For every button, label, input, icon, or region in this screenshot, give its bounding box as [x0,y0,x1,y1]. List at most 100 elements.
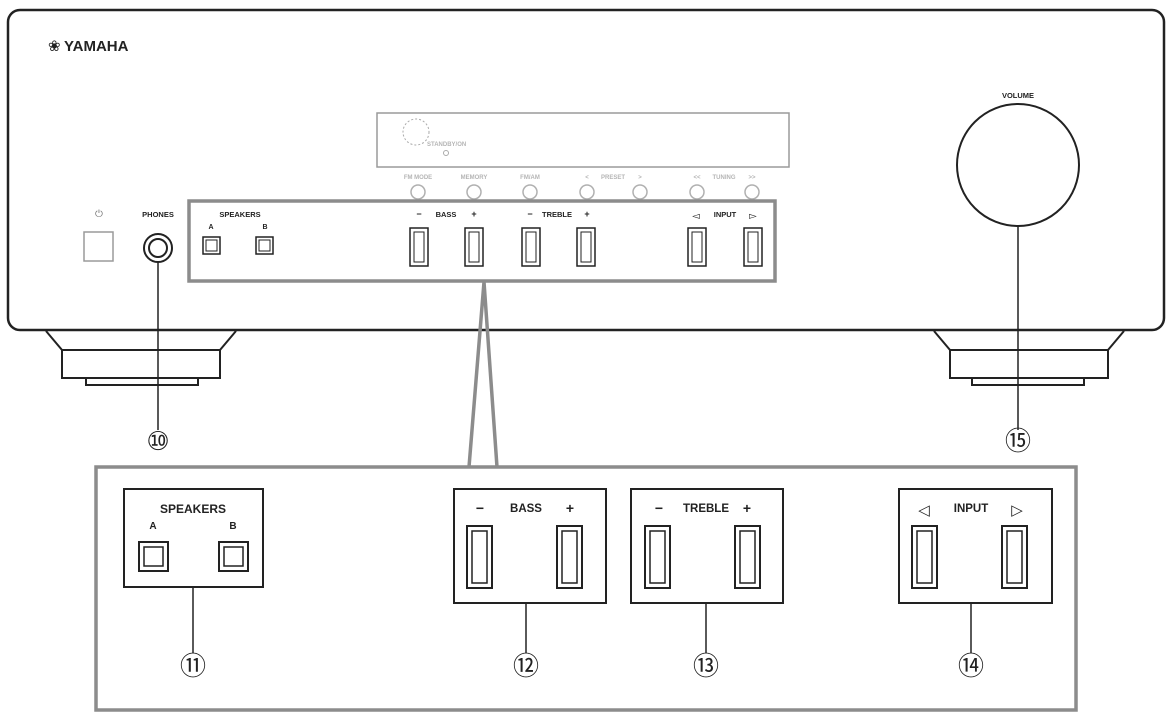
power-symbol: ⏻ [95,209,103,220]
detail-bass-panel [453,488,607,604]
speaker-a-label: A [208,224,213,231]
volume-knob[interactable] [956,103,1080,227]
detail-input-prev-button[interactable] [911,525,938,589]
preset-label: PRESET [601,175,625,181]
callout-14: ⑭ [958,652,984,682]
detail-speaker-b-button-inner [223,546,244,567]
bass-plus-button-inner [468,231,480,263]
speaker-b-button[interactable] [255,236,274,255]
chassis-front [6,8,1166,332]
detail-input-prev-label: ◁ [918,501,930,519]
detail-input-next-label: ▷ [1011,501,1023,519]
callout-13: ⑬ [693,652,719,682]
treble-plus-label: + [584,209,589,219]
speaker-b-label: B [262,224,267,231]
input-prev-button[interactable] [687,227,707,267]
detail-bass-label: BASS [510,503,542,515]
bass-minus-button-inner [413,231,425,263]
bass-minus-label: − [416,209,421,219]
phones-jack-inner [148,238,168,258]
detail-bass-minus-label: − [476,500,484,516]
controls-highlight-box [187,199,777,283]
fm-am-label: FM/AM [520,175,540,181]
preset-prev-label: < [585,175,589,181]
standby-indicator [443,150,449,156]
memory-button[interactable] [466,184,482,200]
tuner-button-row: FM MODE MEMORY FM/AM < PRESET > << TUNIN… [404,175,760,200]
brand-logo-mark: ❀ [48,37,61,55]
input-next-button[interactable] [743,227,763,267]
preset-next-label: > [638,175,642,181]
tuning-next-label: >> [748,175,756,181]
detail-bass-plus-button[interactable] [556,525,583,589]
callout-15: ⑮ [1005,427,1031,457]
detail-highlight-box [94,465,1078,712]
treble-label: TREBLE [542,210,572,219]
fm-mode-button[interactable] [410,184,426,200]
treble-minus-button-inner [525,231,537,263]
detail-speaker-b-button[interactable] [218,541,249,572]
detail-speaker-a-button-inner [143,546,164,567]
input-next-button-inner [747,231,759,263]
preset-next-button[interactable] [632,184,648,200]
tuning-prev-label: << [693,175,701,181]
callout-12: ⑫ [513,652,539,682]
display-window [376,112,790,168]
fm-am-button[interactable] [522,184,538,200]
zoom-wedge [467,281,499,468]
detail-treble-minus-button-inner [649,530,666,584]
detail-input-next-button-inner [1006,530,1023,584]
bass-plus-button[interactable] [464,227,484,267]
detail-input-prev-button-inner [916,530,933,584]
treble-plus-button-inner [580,231,592,263]
callout-11: ⑪ [180,652,206,682]
input-prev-button-inner [691,231,703,263]
detail-bass-minus-button[interactable] [466,525,493,589]
detail-treble-plus-button[interactable] [734,525,761,589]
speaker-a-button-inner [205,239,218,252]
fm-mode-label: FM MODE [404,175,432,181]
input-label: INPUT [714,210,737,219]
standby-label: STANDBY/ON [427,142,466,148]
speaker-a-button[interactable] [202,236,221,255]
memory-label: MEMORY [461,175,488,181]
left-foot [45,330,237,386]
treble-minus-button[interactable] [521,227,541,267]
input-prev-label: ◅ [692,211,700,222]
bass-label: BASS [436,210,457,219]
detail-speaker-b-label: B [229,521,236,532]
detail-treble-minus-label: − [655,500,663,516]
treble-plus-button[interactable] [576,227,596,267]
detail-input-panel [898,488,1053,604]
tuning-next-button[interactable] [744,184,760,200]
detail-speaker-a-label: A [149,521,156,532]
bass-plus-label: + [471,209,476,219]
phones-label: PHONES [142,210,174,219]
treble-minus-label: − [527,209,532,219]
detail-bass-plus-label: + [566,500,574,516]
volume-label: VOLUME [1002,91,1034,100]
detail-speaker-a-button[interactable] [138,541,169,572]
detail-treble-plus-button-inner [739,530,756,584]
power-button[interactable] [83,231,114,262]
callout-10: ⑩ [146,427,169,457]
brand-name: YAMAHA [64,38,129,55]
detail-treble-minus-button[interactable] [644,525,671,589]
speakers-label: SPEAKERS [219,210,260,219]
tuning-label: TUNING [713,175,736,181]
right-foot [933,330,1125,386]
detail-input-label: INPUT [954,503,989,515]
detail-bass-plus-button-inner [561,530,578,584]
tuning-prev-button[interactable] [689,184,705,200]
detail-input-next-button[interactable] [1001,525,1028,589]
preset-prev-button[interactable] [579,184,595,200]
input-next-label: ▻ [749,211,757,222]
standby-button[interactable] [402,118,430,146]
bass-minus-button[interactable] [409,227,429,267]
detail-treble-panel [630,488,784,604]
detail-speakers-label: SPEAKERS [160,502,226,516]
detail-bass-minus-button-inner [471,530,488,584]
detail-treble-label: TREBLE [683,503,729,515]
speaker-b-button-inner [258,239,271,252]
